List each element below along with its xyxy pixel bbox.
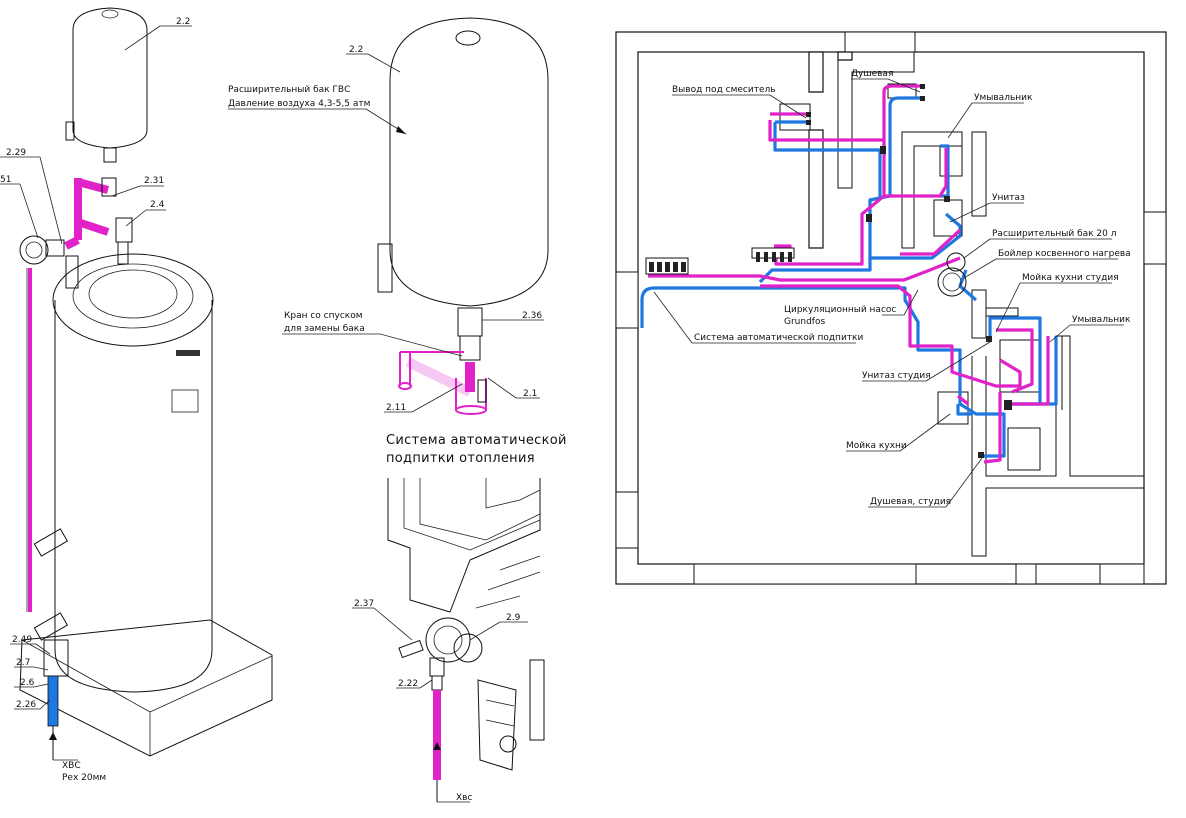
top-hot-piping <box>64 177 133 265</box>
plan-mixer-outlet: Вывод под смеситель <box>672 85 776 95</box>
valve-markers <box>806 84 1012 458</box>
tag-2-11: 2.11 <box>386 403 406 413</box>
plan-exp-tank: Расширительный бак 20 л <box>992 229 1117 239</box>
tag-2-1: 2.1 <box>523 389 537 399</box>
tag-2-2-middle: 2.2 <box>349 45 363 55</box>
tag-2-7: 2.7 <box>16 658 30 668</box>
plan-washbasin-2: Умывальник <box>1072 315 1131 325</box>
boiler-base <box>19 619 273 757</box>
floor-plan <box>615 31 1167 585</box>
boiler-body <box>52 253 214 693</box>
valve-label-2: для замены бака <box>284 324 365 334</box>
tag-2-36: 2.36 <box>522 311 542 321</box>
system-title-1: Система автоматической <box>386 433 567 448</box>
plan-kitchen-sink-studio: Мойка кухни студия <box>1022 273 1119 283</box>
relief-valve <box>19 235 79 289</box>
heating-manifold <box>645 257 689 275</box>
tag-2-9: 2.9 <box>506 613 521 623</box>
tank-label-1: Расширительный бак ГВС <box>228 85 350 95</box>
tag-2-29: 2.29 <box>6 148 26 158</box>
cold-supply-label-2: Рех 20мм <box>62 773 106 783</box>
plan-boiler: Бойлер косвенного нагрева <box>998 249 1131 259</box>
plan-toilet: Унитаз <box>992 193 1025 203</box>
tag-2-37: 2.37 <box>354 599 374 609</box>
manifold <box>751 247 795 262</box>
tag-2-49: 2.49 <box>12 635 32 645</box>
hot-water-pipes <box>648 84 1050 464</box>
top-expansion-tank <box>65 7 148 163</box>
side-fittings <box>33 528 69 677</box>
plan-shower: Душевая <box>851 69 893 79</box>
tag-2-22: 2.22 <box>398 679 418 689</box>
tag-2-2-left: 2.2 <box>176 17 190 27</box>
auto-feed-assembly: Хвс <box>387 478 545 803</box>
tag-2-4: 2.4 <box>150 200 165 210</box>
plan-pump-1: Циркуляционный насос <box>784 305 896 315</box>
plan-toilet-studio: Унитаз студия <box>862 371 931 381</box>
boiler-assembly <box>19 7 273 760</box>
plan-auto-feed: Система автоматической подпитки <box>694 333 863 343</box>
tag-51: 51 <box>0 175 11 185</box>
tank-label-2: Давление воздуха 4,3-5,5 атм <box>228 99 370 109</box>
valve-label-1: Кран со спуском <box>284 311 363 321</box>
left-callouts: 2.2 2.29 51 2.31 2.4 2.49 2.7 2.6 2.26 Х… <box>0 17 192 783</box>
auto-feed-callouts: 2.37 2.9 2.22 <box>352 599 528 689</box>
cold-supply-label-1: ХВС <box>62 761 81 771</box>
tag-2-6: 2.6 <box>20 678 35 688</box>
tag-2-26: 2.26 <box>16 700 36 710</box>
auto-feed-supply: Хвс <box>456 793 472 803</box>
system-title-2: подпитки отопления <box>386 451 535 466</box>
plan-pump-2: Grundfos <box>784 317 825 327</box>
middle-callouts: 2.2 Расширительный бак ГВС Давление возд… <box>228 45 567 466</box>
plan-kitchen-sink: Мойка кухни <box>846 441 907 451</box>
plan-callouts: Вывод под смеситель Душевая Умывальник У… <box>653 69 1131 508</box>
plan-washbasin: Умывальник <box>974 93 1033 103</box>
hot-expansion-tank <box>377 17 549 415</box>
tag-2-31: 2.31 <box>144 176 164 186</box>
plan-shower-studio: Душевая, студия <box>870 497 951 507</box>
